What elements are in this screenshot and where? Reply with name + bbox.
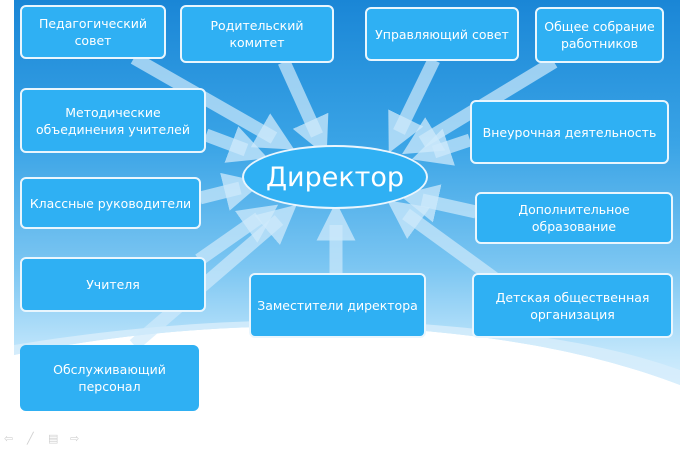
unit-label: Учителя	[86, 277, 140, 292]
arrow	[388, 57, 440, 154]
unit-label: Классные руководители	[29, 195, 192, 211]
arrow	[198, 172, 263, 211]
arrow	[278, 59, 329, 157]
arrow	[399, 184, 478, 223]
menu-icon[interactable]: ▤	[48, 432, 59, 445]
unit-label: Управляющий совет	[375, 26, 509, 42]
unit-label: Детская общественная организация	[495, 289, 650, 322]
unit-parent-committee[interactable]: Родительский комитет	[180, 5, 334, 63]
arrow	[387, 200, 498, 284]
arrow	[129, 204, 297, 350]
unit-children-organization[interactable]: Детская общественная организация	[472, 273, 673, 338]
unit-service-staff[interactable]: Обслуживающий персонал	[20, 345, 199, 411]
unit-extracurricular[interactable]: Внеурочная деятельность	[470, 100, 669, 164]
unit-methodical-associations[interactable]: Методические объединения учителей	[20, 88, 206, 153]
unit-label: Общее собрание работников	[544, 19, 655, 51]
director-node[interactable]: Директор	[242, 145, 428, 209]
forward-icon[interactable]: ⇨	[70, 432, 80, 445]
unit-teachers[interactable]: Учителя	[20, 257, 206, 312]
unit-label: Родительский комитет	[210, 18, 304, 50]
unit-additional-education[interactable]: Дополнительное образование	[475, 192, 673, 244]
unit-label: Заместители директора	[257, 298, 418, 313]
arrow	[203, 126, 268, 163]
arrow	[411, 128, 473, 166]
unit-class-teachers[interactable]: Классные руководители	[20, 177, 201, 229]
unit-label: Внеурочная деятельность	[482, 124, 657, 140]
unit-label: Педагогический совет	[38, 16, 148, 48]
arrow	[195, 204, 279, 266]
unit-deputy-directors[interactable]: Заместители директора	[249, 273, 426, 338]
unit-general-assembly[interactable]: Общее собрание работников	[535, 7, 664, 63]
unit-pedagogical-council[interactable]: Педагогический совет	[20, 5, 166, 59]
unit-label: Методические объединения учителей	[36, 104, 190, 137]
pen-icon[interactable]: ╱	[27, 432, 34, 445]
unit-label: Обслуживающий персонал	[53, 362, 166, 394]
director-label: Директор	[265, 161, 405, 193]
unit-label: Дополнительное образование	[518, 202, 630, 234]
unit-governing-council[interactable]: Управляющий совет	[365, 7, 519, 61]
back-icon[interactable]: ⇦	[4, 432, 14, 445]
